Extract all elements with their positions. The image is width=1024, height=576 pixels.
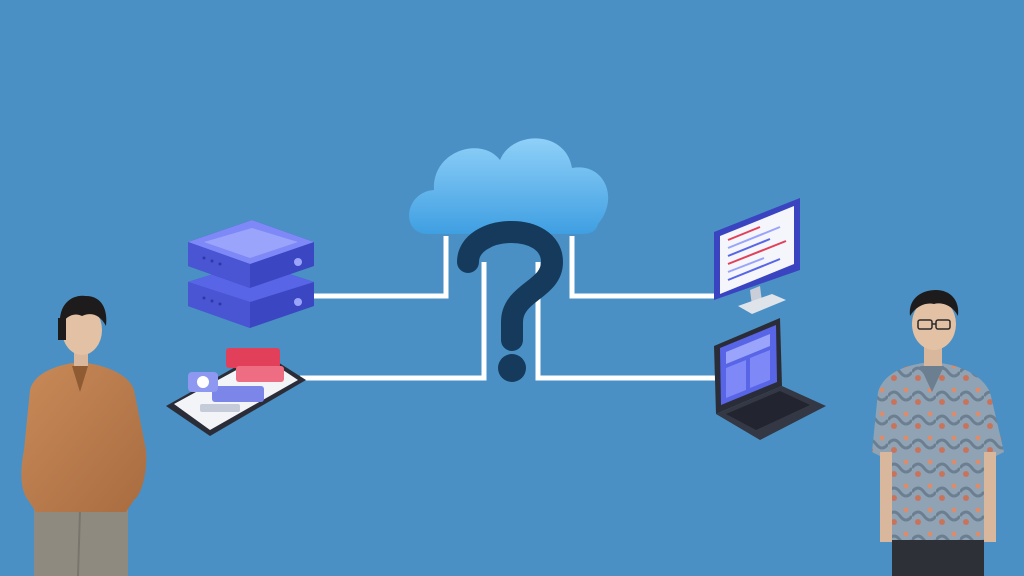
line-phone bbox=[300, 262, 487, 381]
connector-lines bbox=[300, 236, 716, 381]
line-laptop bbox=[535, 262, 716, 381]
mobile-app-icon bbox=[166, 348, 306, 436]
question-mark-icon bbox=[457, 221, 564, 382]
line-monitor bbox=[569, 236, 716, 299]
server-icon bbox=[188, 220, 314, 328]
presenter-right bbox=[872, 290, 1004, 576]
cloud-icon bbox=[409, 138, 609, 234]
code-monitor-icon bbox=[714, 198, 800, 314]
laptop-icon bbox=[714, 318, 826, 440]
line-server bbox=[300, 236, 449, 299]
presenter-left bbox=[21, 295, 147, 576]
